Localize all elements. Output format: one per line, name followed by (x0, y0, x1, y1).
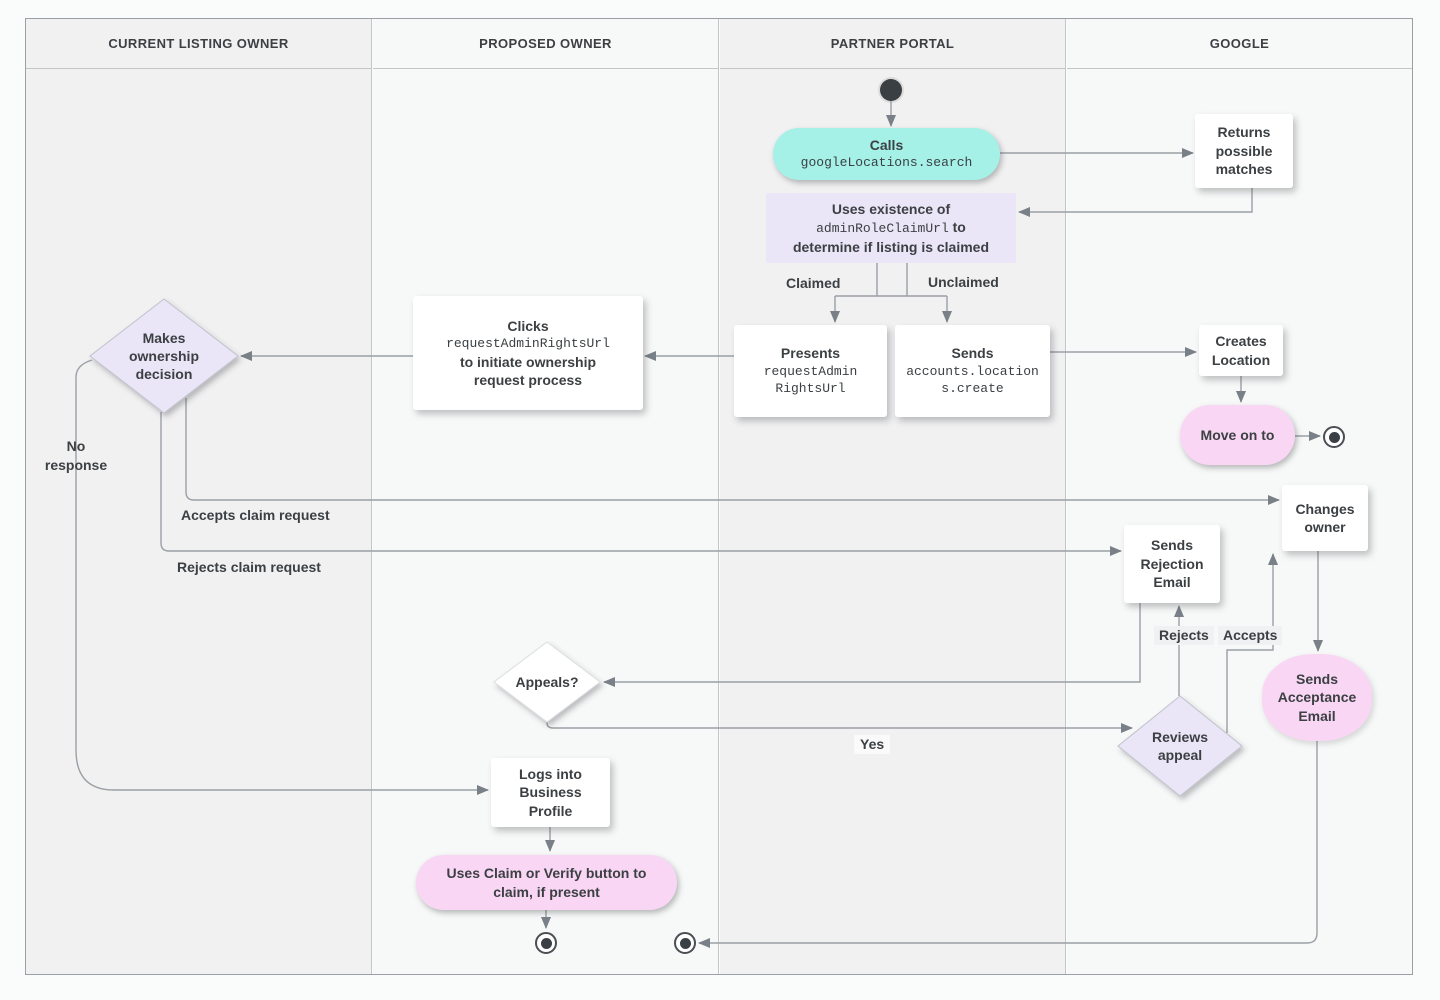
creates-location-node: Creates Location (1199, 325, 1283, 376)
move-on-node: Move on to (1180, 405, 1295, 465)
end-node-transfer (674, 932, 696, 954)
sends-acceptance-node: Sends Acceptance Email (1262, 654, 1372, 741)
node-label: Move on to (1200, 426, 1275, 443)
reviews-diamond-label: Reviews appeal (1130, 722, 1230, 770)
appeals-diamond-label: Appeals? (497, 668, 597, 696)
calls-search-node: Calls googleLocations.search (773, 128, 1000, 180)
node-label: Creates Location (1211, 333, 1271, 368)
claim-verify-node: Uses Claim or Verify button to claim, if… (416, 855, 677, 910)
sends-create-node: Sends accounts.locations.create (895, 325, 1050, 417)
edge-label-unclaimed: Unclaimed (928, 274, 999, 290)
node-label: Returns possible matches (1215, 124, 1273, 178)
lane-title: GOOGLE (1209, 36, 1270, 51)
node-desc: to initiate ownership request process (459, 353, 597, 388)
node-code: requestAdminRightsUrl (446, 335, 610, 351)
lane-header: PARTNER PORTAL (720, 19, 1065, 69)
decision-diamond-label: Makes ownership decision (104, 322, 224, 390)
diagram-border (25, 18, 1413, 975)
node-title: Sends (951, 345, 994, 362)
node-title: Presents (780, 345, 841, 362)
lane-title: CURRENT LISTING OWNER (108, 36, 289, 51)
node-label: Sends Rejection Email (1140, 537, 1204, 591)
returns-matches-node: Returns possible matches (1195, 114, 1293, 188)
node-code: requestAdminRightsUrl (763, 363, 858, 397)
edge-label-accepts-claim: Accepts claim request (181, 507, 330, 523)
edge-label-claimed: Claimed (786, 275, 841, 291)
end-node-create (1323, 426, 1345, 448)
node-label: Sends Acceptance Email (1277, 670, 1357, 724)
node-title: Clicks (507, 317, 549, 334)
end-dot (1328, 431, 1340, 443)
node-code: accounts.locations.create (906, 363, 1039, 397)
node-label: Reviews appeal (1151, 728, 1209, 763)
node-label: Appeals? (515, 673, 579, 690)
end-dot (540, 937, 552, 949)
node-label: Uses Claim or Verify button to claim, if… (446, 865, 647, 900)
node-text-line2: adminRoleClaimUrl to (816, 218, 966, 238)
lane-header: GOOGLE (1067, 19, 1412, 69)
end-node-claim (535, 932, 557, 954)
presents-url-node: Presents requestAdminRightsUrl (734, 325, 887, 417)
logs-in-node: Logs into Business Profile (491, 758, 610, 827)
changes-owner-node: Changes owner (1282, 485, 1368, 551)
node-text-line1: Uses existence of (831, 200, 951, 217)
clicks-request-node: Clicks requestAdminRightsUrl to initiate… (413, 296, 643, 410)
lane-header: CURRENT LISTING OWNER (26, 19, 371, 69)
sends-rejection-node: Sends Rejection Email (1124, 525, 1220, 603)
lane-header: PROPOSED OWNER (373, 19, 718, 69)
node-text-after-code: to (952, 219, 966, 236)
edge-label-rejects-claim: Rejects claim request (177, 559, 321, 575)
lane-title: PARTNER PORTAL (830, 36, 955, 51)
node-label: Changes owner (1295, 500, 1355, 535)
end-dot (679, 937, 691, 949)
node-label: Logs into Business Profile (519, 765, 582, 819)
start-node (880, 79, 902, 101)
edge-label-accepts: Accepts (1218, 626, 1283, 645)
node-text-line3: determine if listing is claimed (792, 238, 990, 255)
edge-label-no-response: No response (44, 438, 108, 473)
node-code: googleLocations.search (800, 155, 973, 171)
node-label: Makes ownership decision (128, 329, 199, 383)
node-code: adminRoleClaimUrl (816, 221, 949, 237)
node-title: Calls (869, 136, 904, 153)
uses-existence-node: Uses existence of adminRoleClaimUrl to d… (766, 193, 1016, 263)
edge-label-rejects: Rejects (1154, 626, 1214, 645)
edge-label-yes: Yes (854, 735, 891, 754)
lane-title: PROPOSED OWNER (479, 36, 612, 51)
